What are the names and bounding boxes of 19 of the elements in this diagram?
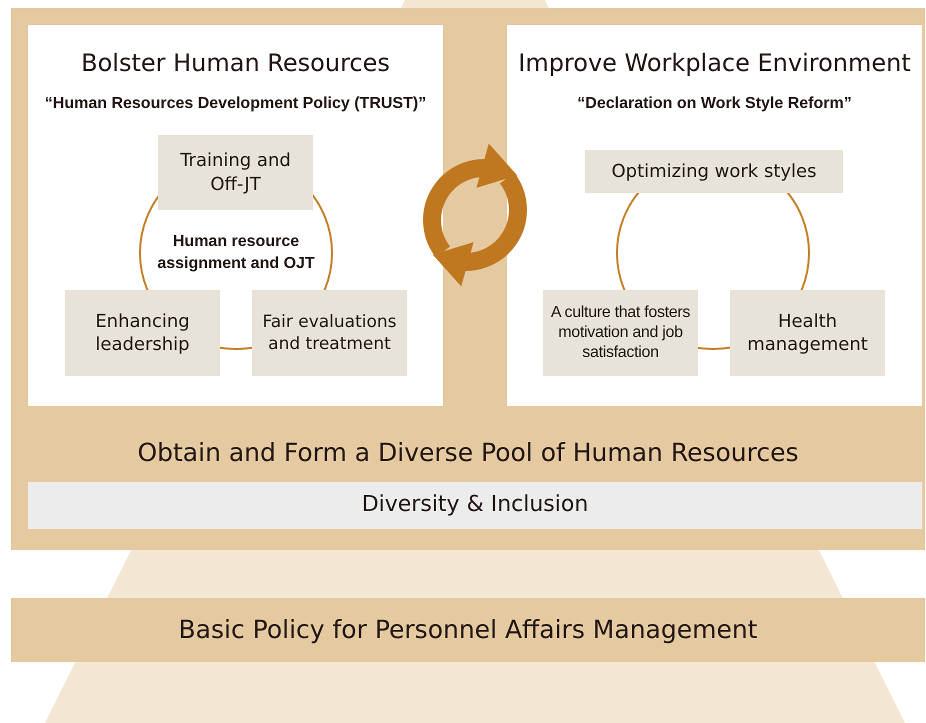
process-box: Optimizing work styles	[585, 150, 843, 193]
cycle-arrow	[423, 144, 518, 258]
process-box: Enhancing leadership	[65, 290, 220, 376]
inclusion-bar: Diversity & Inclusion	[28, 482, 922, 529]
foundation-band: Basic Policy for Personnel Affairs Management	[11, 598, 925, 662]
panel-heading: Bolster Human Resources	[80, 49, 391, 77]
policy-subtitle: “Declaration on Work Style Reform”	[576, 95, 853, 113]
outer-frame	[11, 8, 925, 550]
process-box: Health management	[730, 290, 885, 376]
section-heading: Obtain and Form a Diverse Pool of Human Resources	[136, 438, 800, 467]
process-box: Fair evaluations and treatment	[252, 290, 407, 376]
content-panel	[507, 25, 922, 406]
process-box: Training and Off-JT	[158, 135, 313, 210]
cycle-arrow	[432, 172, 527, 286]
panel-heading: Improve Workplace Environment	[517, 49, 912, 77]
center-text: Human resource assignment and OJT	[156, 232, 316, 274]
policy-subtitle: “Human Resources Development Policy (TRUST)”	[44, 95, 428, 113]
process-box: A culture that fosters motivation and job satisfaction	[543, 290, 698, 376]
content-panel	[28, 25, 443, 406]
